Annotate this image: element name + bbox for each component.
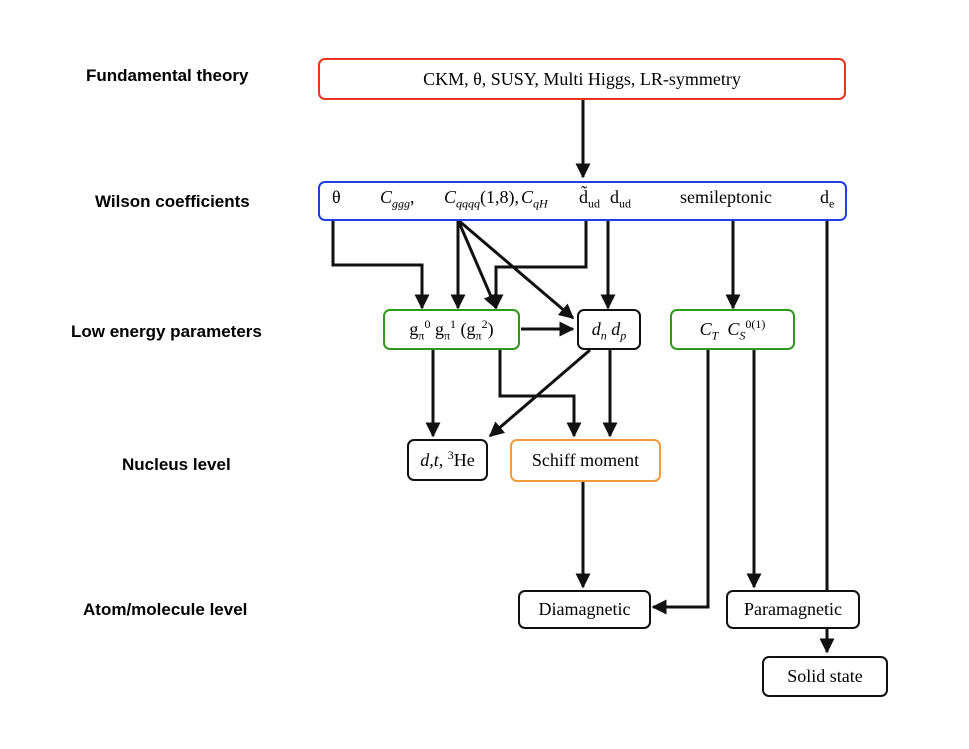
arrow-gpi2-to-schiff xyxy=(498,350,582,438)
arrow-cqqqq-to-dn-dp xyxy=(457,218,575,320)
solid-state-text: Solid state xyxy=(787,666,863,686)
wilson-coefficients-box: θ Cggg, Cqqqq(1,8), CqH d̃ud dud semilep… xyxy=(318,181,847,221)
d-n: dn xyxy=(591,319,607,343)
paramagnetic-box: Paramagnetic xyxy=(726,590,860,629)
light-nuclei-text: d,t, 3He xyxy=(420,447,475,470)
wilson-theta: θ xyxy=(332,187,341,207)
fundamental-theory-text: CKM, θ, SUSY, Multi Higgs, LR-symmetry xyxy=(423,68,741,89)
c-t: CT xyxy=(699,319,719,343)
wilson-semileptonic: semileptonic xyxy=(680,187,772,207)
ct-cs-box: CT CS0(1) xyxy=(670,309,795,350)
level-label-nucleus: Nucleus level xyxy=(122,455,231,474)
diamagnetic-text: Diamagnetic xyxy=(538,599,631,619)
arrow-dn-dp-to-light-nuclei xyxy=(488,348,591,438)
arrow-ct-to-diamagnetic xyxy=(651,350,710,615)
nucleon-edm-box: dn dp xyxy=(577,309,641,350)
level-label-low-energy: Low energy parameters xyxy=(71,322,262,341)
solid-state-box: Solid state xyxy=(762,656,888,697)
wilson-c-qh: CqH xyxy=(521,187,548,211)
d-p: dp xyxy=(611,319,627,343)
light-nuclei-box: d,t, 3He xyxy=(407,439,488,481)
wilson-d-ud: dud xyxy=(610,187,631,211)
arrow-cqqqq-to-gpi2 xyxy=(456,219,498,310)
schiff-moment-box: Schiff moment xyxy=(510,439,661,482)
fundamental-theory-box: CKM, θ, SUSY, Multi Higgs, LR-symmetry xyxy=(318,58,846,100)
schiff-moment-text: Schiff moment xyxy=(531,450,640,470)
level-label-wilson: Wilson coefficients xyxy=(95,192,250,211)
c-s: CS0(1) xyxy=(727,317,766,343)
arrow-theta-to-gpi0 xyxy=(331,220,430,310)
level-label-fundamental: Fundamental theory xyxy=(86,66,249,85)
g-pi-1: gπ1 xyxy=(434,317,457,343)
wilson-dtilde-ud: d̃ud xyxy=(579,187,600,211)
wilson-c-ggg: Cggg, xyxy=(380,187,415,211)
diamagnetic-box: Diamagnetic xyxy=(518,590,651,629)
paramagnetic-text: Paramagnetic xyxy=(744,599,842,619)
g-pi-2: (gπ2) xyxy=(460,317,494,343)
wilson-c-qqqq: Cqqqq(1,8), xyxy=(444,187,520,211)
arrow-dtilde-to-gpi2 xyxy=(488,220,588,310)
level-label-atom: Atom/molecule level xyxy=(83,600,248,619)
pion-couplings-box: gπ0 gπ1 (gπ2) xyxy=(383,309,520,350)
wilson-d-e: de xyxy=(820,187,835,211)
g-pi-0: gπ0 xyxy=(409,317,431,343)
